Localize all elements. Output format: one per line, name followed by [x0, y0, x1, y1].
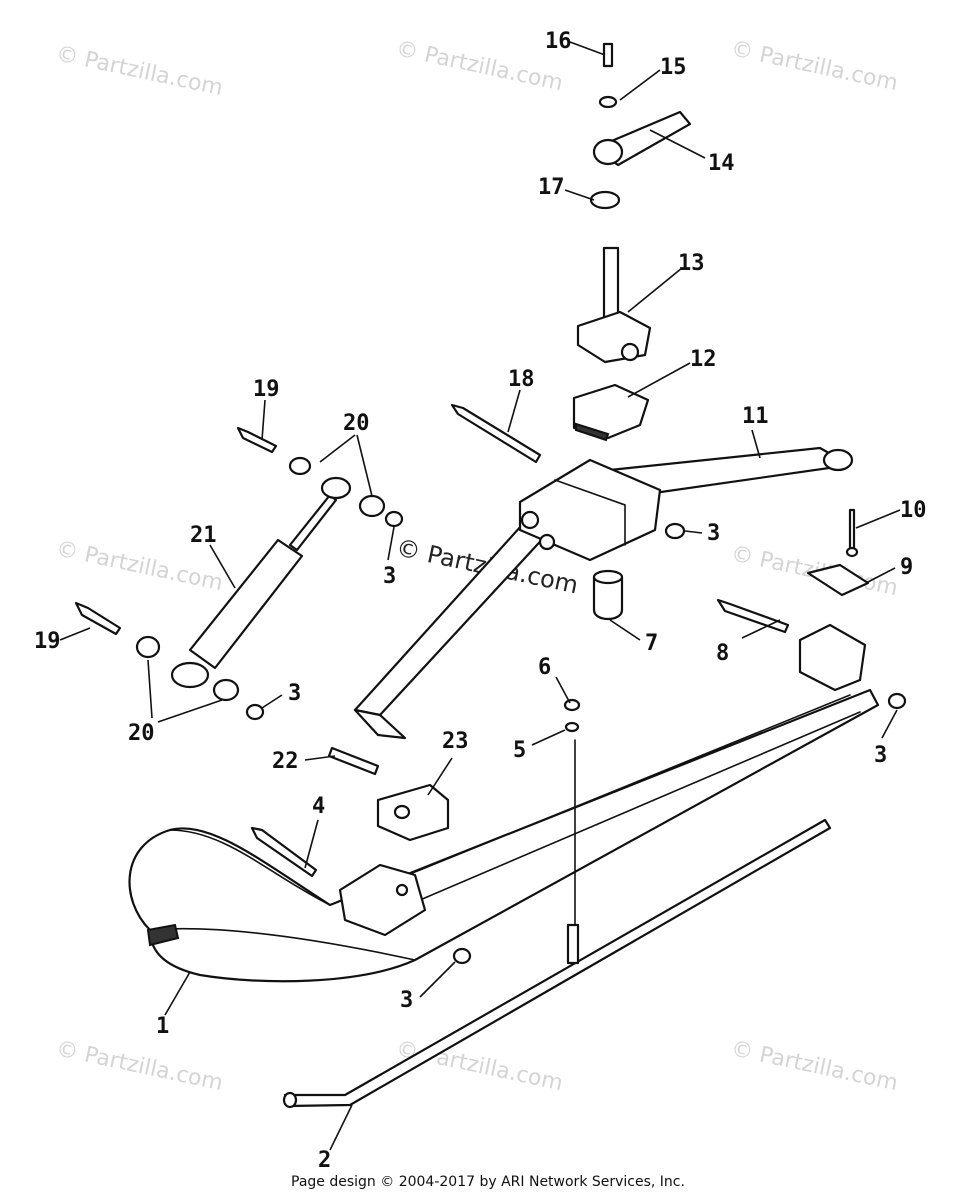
- pin: [327, 746, 380, 776]
- shock-absorber: [170, 476, 352, 689]
- watermark: © Partzilla.com: [54, 41, 225, 101]
- callout-3: 3: [400, 988, 413, 1013]
- callout-10: 10: [900, 498, 927, 523]
- shock-hardware: [74, 426, 404, 721]
- watermark: © Partzilla.com: [54, 1036, 225, 1096]
- watermark: © Partzilla.com: [394, 36, 565, 96]
- callout-19: 19: [253, 377, 280, 402]
- bumper: [592, 569, 624, 621]
- callout-3: 3: [707, 521, 720, 546]
- callout-19: 19: [34, 629, 61, 654]
- callout-2: 2: [318, 1148, 331, 1173]
- plate-bolt: [806, 508, 870, 597]
- ski: [128, 688, 880, 983]
- callout-6: 6: [538, 655, 551, 680]
- watermark: © Partzilla.com: [729, 1036, 900, 1096]
- bolt-18: [450, 403, 542, 464]
- washer-nut: [563, 698, 581, 926]
- callout-18: 18: [508, 367, 535, 392]
- watermark: © Partzilla.com: [394, 1036, 565, 1096]
- bolt-4: [250, 826, 318, 878]
- callout-21: 21: [190, 523, 217, 548]
- callout-5: 5: [513, 738, 526, 763]
- spacer: [572, 383, 650, 442]
- callout-7: 7: [645, 631, 658, 656]
- leader-lines: [59, 41, 901, 1151]
- front-bracket: [338, 863, 427, 937]
- nuts: [452, 522, 907, 965]
- callout-14: 14: [708, 151, 735, 176]
- spindle: [576, 246, 652, 364]
- callout-4: 4: [312, 794, 325, 819]
- steering-top: [589, 42, 692, 210]
- spindle-housing: [518, 458, 662, 562]
- callout-8: 8: [716, 641, 729, 666]
- callout-3: 3: [288, 681, 301, 706]
- callout-20: 20: [343, 411, 370, 436]
- callout-1: 1: [156, 1014, 169, 1039]
- steering-arm: [353, 446, 854, 740]
- callout-15: 15: [660, 55, 687, 80]
- rear-bracket: [716, 598, 867, 692]
- callout-22: 22: [272, 749, 299, 774]
- callout-23: 23: [442, 729, 469, 754]
- callout-16: 16: [545, 29, 572, 54]
- wear-bar: [282, 818, 832, 1109]
- copyright-footer: Page design © 2004-2017 by ARI Network S…: [291, 1174, 685, 1190]
- callout-3: 3: [383, 564, 396, 589]
- callout-13: 13: [678, 251, 705, 276]
- watermark: © Partzilla.com: [729, 36, 900, 96]
- callout-17: 17: [538, 175, 565, 200]
- callout-12: 12: [690, 347, 717, 372]
- callout-20: 20: [128, 721, 155, 746]
- callout-11: 11: [742, 404, 769, 429]
- saddle: [376, 783, 450, 842]
- callout-labels: 1 2 3 3 3 3 3 4 5 6 7 8 9 10 11 12 13 14…: [34, 29, 927, 1173]
- callout-3: 3: [874, 743, 887, 768]
- callout-9: 9: [900, 555, 913, 580]
